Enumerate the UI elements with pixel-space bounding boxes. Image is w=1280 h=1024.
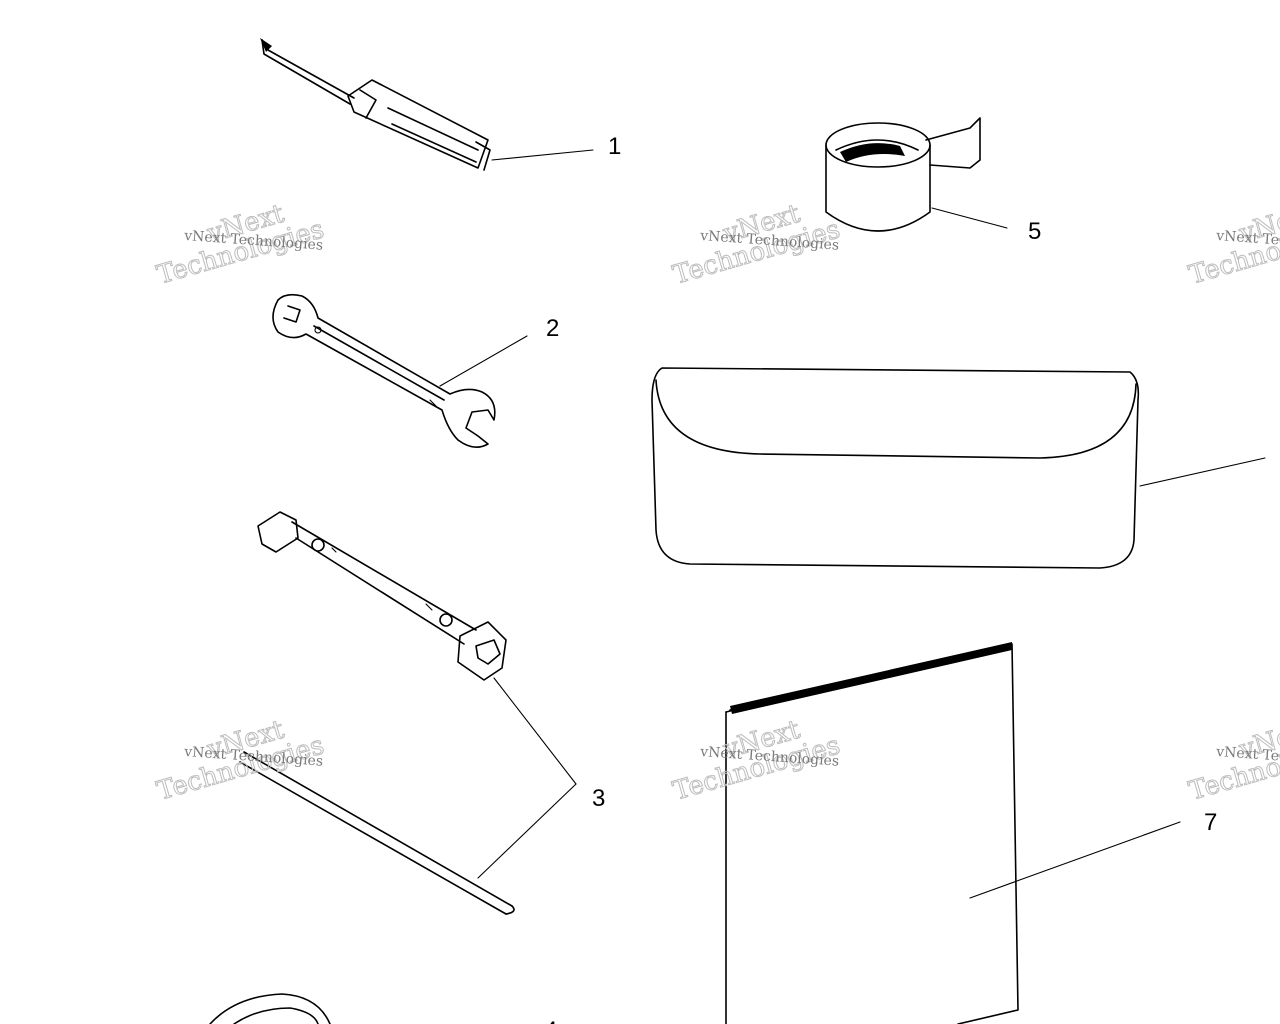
callout-5: 5 <box>1028 218 1041 245</box>
screwdriver-icon[interactable] <box>260 38 491 171</box>
partial-part-icon[interactable] <box>209 993 331 1024</box>
open-end-wrench-icon[interactable] <box>272 293 496 448</box>
tool-pouch-icon[interactable] <box>651 367 1140 569</box>
callout-3: 3 <box>592 785 605 812</box>
callout-4: 4 <box>544 1017 557 1024</box>
watermark-group: vNext Technologies vNext Technologies vN… <box>153 198 1280 807</box>
tommy-bar-icon[interactable] <box>239 751 515 915</box>
callout-7: 7 <box>1204 809 1217 836</box>
owners-manual-icon[interactable] <box>725 642 1019 1024</box>
strap-roll-icon[interactable] <box>825 117 981 232</box>
callout-2: 2 <box>546 315 559 342</box>
tube-socket-wrench-icon[interactable] <box>257 511 507 681</box>
callout-1: 1 <box>608 133 621 160</box>
